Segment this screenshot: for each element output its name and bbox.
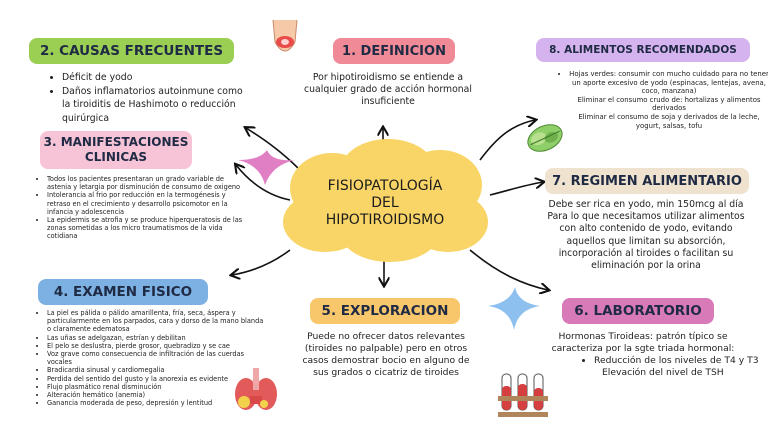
laboratorio-text: Hormonas Tiroideas: patrón típico se car… [551, 331, 735, 354]
causas-title: 2. CAUSAS FRECUENTES [29, 38, 234, 64]
arrow-to-alimentos [479, 120, 535, 161]
central-title-line: FISIOPATOLOGÍA [327, 178, 443, 194]
central-title-line: HIPOTIROIDISMO [325, 212, 445, 228]
regimen-title: 7. REGIMEN ALIMENTARIO [545, 168, 749, 194]
list-item: El pelo se deslustra, pierde grosor, que… [47, 342, 269, 350]
sparkle-star-icon [238, 150, 295, 185]
manifestaciones-list: Todos los pacientes presentaran un grado… [33, 175, 245, 241]
list-item: Déficit de yodo [62, 71, 252, 85]
central-title: FISIOPATOLOGÍA DEL HIPOTIROIDISMO [290, 178, 480, 229]
manifestaciones-title-line: 3. MANIFESTACIONES [43, 135, 189, 149]
arrow-to-examen [232, 249, 291, 275]
arrow-to-causas [246, 128, 301, 171]
alimentos-list: Hojas verdes: consumir con mucho cuidado… [555, 70, 768, 130]
central-title-line: DEL [371, 195, 399, 211]
list-item: Las uñas se adelgazan, estrían y debilit… [47, 334, 269, 342]
examen-list: La piel es pálida o pálido amarillenta, … [33, 309, 269, 407]
arrow-to-laboratorio [469, 249, 548, 290]
lettuce-icon [527, 124, 563, 152]
central-cloud [283, 139, 488, 262]
definicion-title: 1. DEFINICION [333, 38, 455, 64]
arrow-to-regimen [489, 182, 543, 196]
regimen-text: Debe ser rica en yodo, min 150mcg al día… [547, 199, 745, 272]
laboratorio-title: 6. LABORATORIO [562, 298, 714, 324]
list-item: Ganancia moderada de peso, depresión y l… [47, 399, 269, 407]
exploracion-text: Puede no ofrecer datos relevantes (tiroi… [302, 331, 470, 378]
examen-title: 4. EXAMEN FISICO [38, 279, 208, 305]
list-item: Elevación del nivel de TSH [602, 366, 724, 378]
exploracion-title: 5. EXPLORACION [310, 298, 460, 324]
alimentos-title: 8. ALIMENTOS RECOMENDADOS [536, 38, 750, 62]
sparkle-star-icon [488, 287, 540, 330]
arrow-to-manifestaciones [236, 165, 291, 201]
throat-icon [272, 20, 298, 52]
list-item: La piel es pálida o pálido amarillenta, … [47, 309, 269, 334]
thyroid-icon [235, 368, 277, 410]
list-item: Reducción de los niveles de T4 y T3 [594, 355, 764, 367]
list-item: Flujo plasmático renal disminución [47, 383, 269, 391]
list-item: Bradicardia sinusal y cardiomegalia [47, 366, 269, 374]
causas-list: Déficit de yodo Daños inflamatorios auto… [48, 71, 252, 125]
list-item: Perdida del sentido del gusto y la anore… [47, 375, 269, 383]
list-item: Daños inflamatorios autoinmune como la t… [62, 85, 252, 126]
list-item: Todos los pacientes presentaran un grado… [47, 175, 245, 191]
list-item: Hojas verdes: consumir con mucho cuidado… [569, 70, 768, 96]
list-item: Eliminar el consumo crudo de: hortalizas… [577, 95, 761, 113]
list-item: Intolerancia al frio por reducción en la… [47, 191, 245, 216]
manifestaciones-title: 3. MANIFESTACIONES CLINICAS [40, 131, 192, 169]
list-item: Voz grave como consecuencia de infiltrac… [47, 350, 269, 366]
definicion-text: Por hipotiroidismo se entiende a cualqui… [304, 72, 472, 107]
laboratorio-list: Reducción de los niveles de T4 y T3 Elev… [580, 355, 764, 378]
list-item: Eliminar el consumo de soja y derivados … [578, 112, 760, 130]
list-item: La epidermis se atrofia y se produce hip… [47, 216, 245, 241]
list-item: Alteración hemático (anemia) [47, 391, 269, 399]
test-tubes-icon [498, 373, 548, 417]
manifestaciones-title-line: CLINICAS [84, 150, 148, 164]
